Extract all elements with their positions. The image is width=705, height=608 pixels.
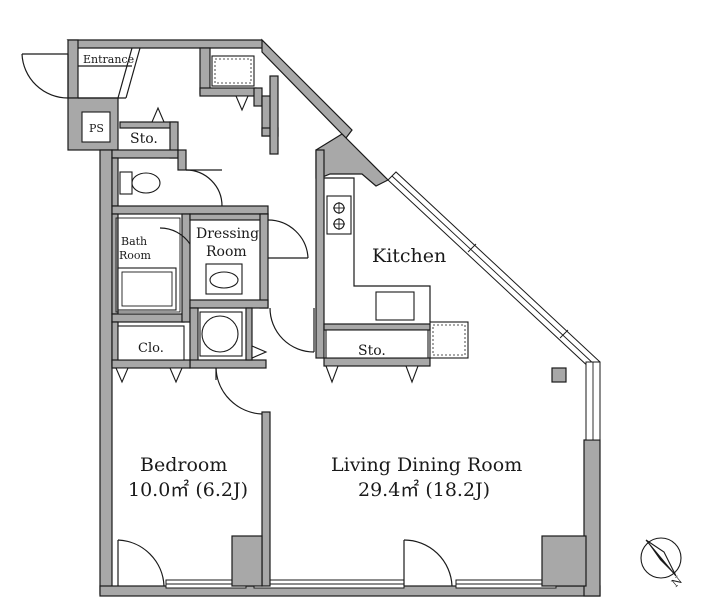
bedroom-label: Bedroom bbox=[140, 454, 227, 476]
compass-label: N bbox=[669, 574, 685, 590]
living-details bbox=[403, 367, 587, 587]
kitchen-area: Kitchen bbox=[315, 149, 469, 359]
bath-room: Bath Room bbox=[111, 213, 191, 323]
closet-label: Clo. bbox=[138, 341, 164, 356]
kitchen-label: Kitchen bbox=[372, 245, 446, 267]
bath-label-line1: Bath bbox=[121, 235, 147, 248]
living-size: 29.4㎡ (18.2J) bbox=[358, 478, 490, 501]
hall-door bbox=[269, 307, 315, 353]
entrance-area: Entrance PS bbox=[21, 47, 141, 135]
closet: Clo. bbox=[111, 321, 191, 384]
living-label: Living Dining Room bbox=[331, 454, 522, 476]
storage-top: Sto. bbox=[111, 106, 179, 159]
toilet-room bbox=[111, 149, 269, 215]
bedroom-size: 10.0㎡ (6.2J) bbox=[128, 478, 248, 501]
exterior-walls bbox=[66, 38, 601, 597]
bedroom-partition bbox=[117, 367, 271, 587]
dressing-label-line2: Room bbox=[206, 244, 247, 260]
storage-top-label: Sto. bbox=[130, 131, 158, 147]
dressing-room: Dressing Room bbox=[189, 213, 309, 309]
diagonal-window bbox=[387, 171, 601, 441]
laundry-space bbox=[189, 307, 268, 369]
dressing-label-line1: Dressing bbox=[196, 226, 259, 242]
upper-closet bbox=[199, 47, 279, 155]
entrance-label: Entrance bbox=[83, 53, 134, 66]
storage-kitchen-label: Sto. bbox=[358, 343, 386, 359]
bath-label-line2: Room bbox=[119, 249, 152, 262]
bottom-windows bbox=[165, 579, 557, 589]
ps-label: PS bbox=[89, 122, 104, 135]
north-arrow-icon: N bbox=[640, 537, 685, 590]
storage-kitchen: Sto. bbox=[323, 323, 431, 384]
